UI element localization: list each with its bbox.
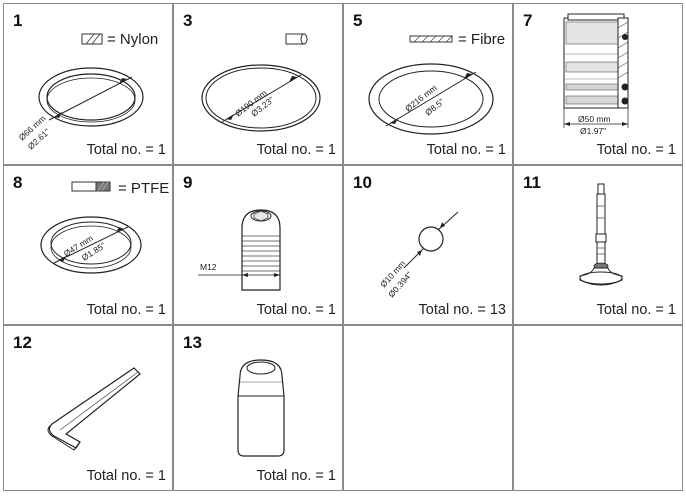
valve-cone-drawing [579,183,623,286]
material-label: = Fibre [458,31,506,48]
empty-cell-b [513,325,683,491]
part-number: 12 [13,333,32,352]
total-count: Total no. = 13 [418,302,506,318]
part-number: 3 [183,11,193,30]
total-count: Total no. = 1 [86,302,166,318]
total-count: Total no. = 1 [596,142,676,158]
part-cell-13: 13 Total no. = 1 [173,325,343,491]
part-cell-9: M12 9 Total no. = 1 [173,165,343,325]
total-count: Total no. = 1 [86,468,166,484]
ball-drawing: Ø10 mm Ø0.394" [378,211,459,299]
part-cell-7: Ø50 mm Ø1.97" 7 Total no. = 1 [513,3,683,165]
socket-cap-drawing [237,359,285,457]
fibre-gasket-drawing: Ø216 mm Ø8.5" [368,35,494,135]
part-number: 9 [183,173,193,192]
o-ring-drawing: Ø190 mm Ø3.23" [201,33,321,132]
material-label: = PTFE [118,180,170,197]
o-ring-nylon-drawing: Ø66 mm Ø2.61" [17,33,144,151]
total-count: Total no. = 1 [596,302,676,318]
part-cell-1: Ø66 mm Ø2.61" 1 = Nylon Total no. = 1 [3,3,173,165]
part-number: 10 [353,173,372,192]
total-count: Total no. = 1 [426,142,506,158]
seal-assembly-section-drawing: Ø50 mm Ø1.97" [563,13,629,136]
allen-key-drawing [47,367,141,451]
part-number: 8 [13,173,23,192]
empty-cell-a [343,325,513,491]
thread-size-label: M12 [200,262,217,272]
part-cell-8: Ø47 mm Ø1.85" 8 = PTFE Total no. = 1 [3,165,173,325]
part-number: 5 [353,11,363,30]
part-cell-3: Ø190 mm Ø3.23" 3 Total no. = 1 [173,3,343,165]
ptfe-ring-drawing: Ø47 mm Ø1.85" [40,181,142,274]
part-cell-10: Ø10 mm Ø0.394" 10 Total no. = 13 [343,165,513,325]
total-count: Total no. = 1 [256,468,336,484]
part-number: 1 [13,11,23,30]
dim-in-label: Ø1.97" [580,126,606,136]
part-cell-12: 12 Total no. = 1 [3,325,173,491]
part-cell-5: Ø216 mm Ø8.5" 5 = Fibre Total no. = 1 [343,3,513,165]
total-count: Total no. = 1 [256,142,336,158]
total-count: Total no. = 1 [86,142,166,158]
threaded-plug-drawing: M12 [198,209,281,291]
material-label: = Nylon [107,31,159,48]
part-cell-11: 11 Total no. = 1 [513,165,683,325]
part-number: 7 [523,11,533,30]
dim-mm-label: Ø50 mm [578,114,611,124]
part-number: 13 [183,333,202,352]
part-number: 11 [523,173,541,192]
total-count: Total no. = 1 [256,302,336,318]
